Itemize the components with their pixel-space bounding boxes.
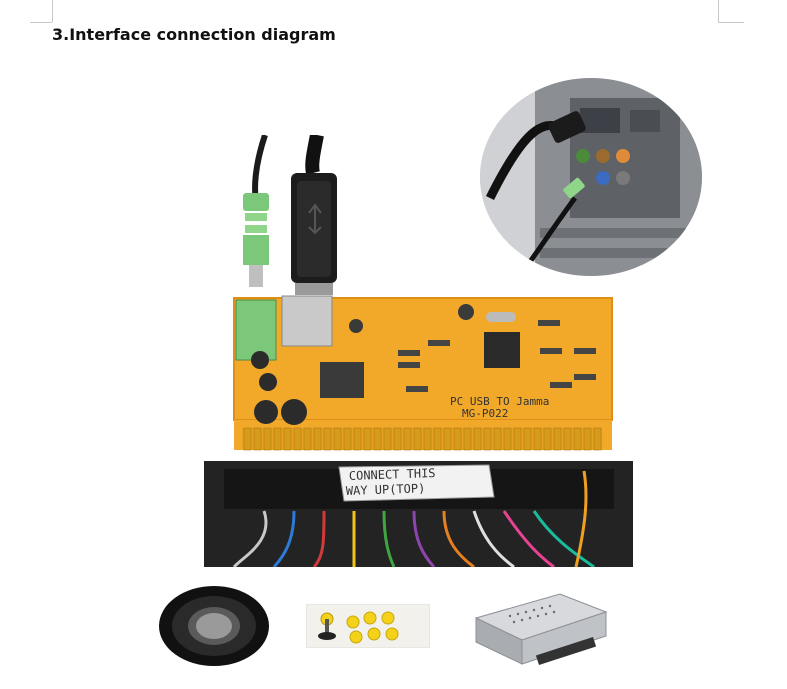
- power-supply-icon: [474, 593, 608, 666]
- audio-jack: [235, 299, 277, 361]
- crop-mark-left-vertical: [52, 0, 53, 22]
- section-heading: 3.Interface connection diagram: [52, 25, 336, 44]
- pc-rear-panel-icon: [480, 78, 702, 276]
- usb-b-socket: [281, 295, 333, 347]
- arcade-control-panel-icon: [306, 604, 430, 648]
- jamma-harness-photo: CONNECT THIS WAY UP(TOP): [204, 461, 633, 567]
- edge-connector-fingers: [242, 427, 602, 451]
- voltage-regulator: [320, 362, 364, 398]
- silkscreen-line-2: MG-P022: [462, 407, 508, 420]
- harness-connector-icon: CONNECT THIS WAY UP(TOP): [204, 461, 633, 567]
- crop-mark-right-horizontal: [718, 22, 744, 23]
- harness-tag-line-2: WAY UP(TOP): [346, 481, 426, 498]
- interface-pcb-illustration: PC USB TO Jamma MG-P022: [233, 295, 613, 451]
- silkscreen-line-1: PC USB TO Jamma: [450, 395, 549, 408]
- cables-illustration: [243, 135, 337, 295]
- usb-cable-icon: [291, 135, 337, 295]
- crop-mark-right-vertical: [718, 0, 719, 22]
- harness-tag-line-1: CONNECT THIS: [349, 466, 436, 483]
- pcb-board: PC USB TO Jamma MG-P022: [233, 295, 613, 451]
- crop-mark-left-horizontal: [30, 22, 52, 23]
- pc-rear-panel-photo: [480, 78, 702, 276]
- audio-cable-icon: [243, 135, 269, 287]
- speaker-icon: [159, 586, 269, 666]
- microcontroller-chip: [484, 332, 520, 368]
